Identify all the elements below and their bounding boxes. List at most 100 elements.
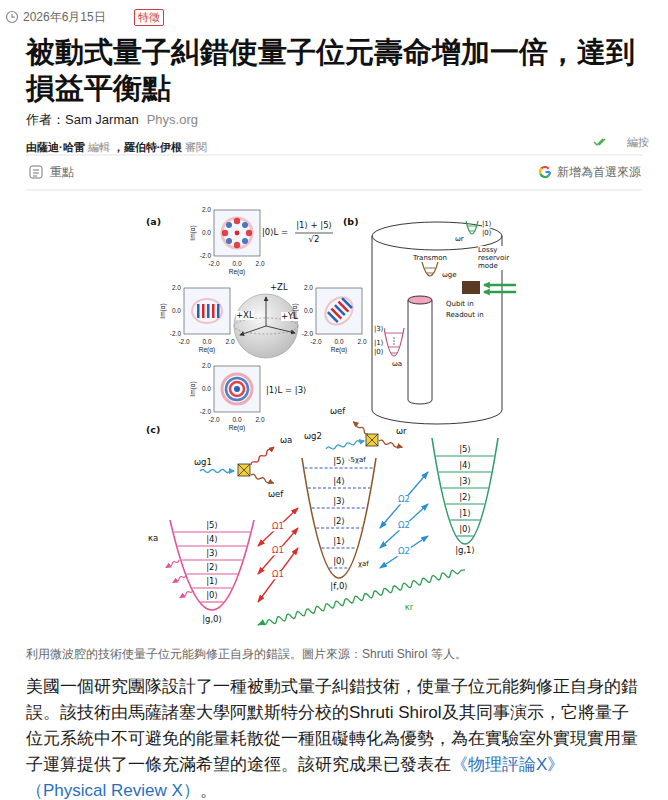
panel-letter: (a) (146, 216, 161, 227)
drive-wave (200, 470, 234, 473)
level-label: |2⟩ (206, 563, 218, 573)
wigner-ring (222, 218, 252, 248)
clock-icon (7, 12, 18, 23)
tick-label: 2.0 (255, 260, 264, 267)
energy-level (322, 547, 357, 548)
frequency-label: ωef (268, 490, 283, 499)
tag-text: 特徵 (138, 10, 160, 25)
frequency-label: ωr (396, 427, 407, 436)
article-title: 被動式量子糾錯使量子位元壽命增加一倍，達到損益平衡點 (26, 34, 651, 106)
mixer-cross (238, 464, 250, 476)
transition-arrow (380, 504, 428, 548)
wigner-fringe (202, 304, 205, 318)
reviewer-role: 審閱 (185, 141, 207, 153)
part-label: Lossy reservoir mode (478, 246, 518, 270)
edge-label: Ω2 (397, 521, 411, 530)
transition-arrow (258, 508, 298, 546)
logo-arc (540, 174, 548, 177)
source-link: 新增為首選來源 (557, 165, 641, 179)
energy-level (446, 503, 485, 504)
tick-label: -2.0 (208, 260, 219, 267)
wigner-plot (214, 366, 260, 412)
plot-frame (316, 288, 362, 334)
wigner-blob (226, 222, 232, 228)
wigner-blob (242, 222, 248, 228)
divider (26, 155, 642, 156)
transition-arrow (258, 548, 298, 602)
logo-arc (540, 169, 541, 174)
cavity-well (384, 328, 404, 356)
level-label: |4⟩ (459, 461, 471, 471)
tick-label: 0.0 (202, 338, 211, 345)
port-label: Qubit in (446, 300, 474, 308)
post-wall (432, 300, 433, 400)
axis-label: +XL (236, 311, 254, 320)
tick-label: 0.0 (172, 307, 181, 314)
level-label: |1⟩ (206, 577, 218, 587)
panel-letter: (c) (146, 424, 160, 435)
tick-label: -2.0 (178, 338, 189, 345)
level-label: |3⟩ (333, 497, 345, 507)
frequency-label: ωef (330, 407, 345, 416)
energy-level (457, 535, 473, 536)
editor-role: 編輯 (88, 141, 110, 153)
port-label: Readout in (446, 311, 484, 319)
decay-arrow (258, 570, 465, 625)
panel-letter: (b) (343, 216, 358, 227)
energy-well: |5⟩|4⟩|3⟩|2⟩|1⟩|0⟩|g,1⟩ (428, 430, 502, 570)
wigner-fringe (212, 304, 215, 318)
transition-arrow (258, 528, 298, 574)
tick-label: 2.0 (202, 362, 211, 369)
summary-tab: 重點 (50, 165, 74, 179)
editor-name: 由薩迪·哈雷 (26, 141, 85, 153)
energy-level (200, 601, 223, 602)
axis-title: Im(α) (159, 303, 166, 318)
clock-face (7, 12, 18, 23)
axis-label: +ZL (270, 283, 288, 292)
input-line (484, 284, 516, 287)
energy-level (186, 573, 237, 574)
y-axis (266, 326, 295, 333)
drive-wave (250, 446, 275, 466)
state-label: -5χaf (348, 456, 366, 464)
wigner-ring (192, 299, 222, 323)
energy-level (192, 587, 232, 588)
mixer-symbol (238, 464, 250, 476)
state-formula: |1⟩ + |5⟩ (296, 221, 332, 230)
summary-icon-lines (33, 170, 39, 176)
frequency-label: ωa (280, 436, 292, 445)
tick-label: 2.0 (202, 206, 211, 213)
wigner-ring (226, 378, 248, 400)
plot-frame (214, 210, 260, 256)
wigner-ring (222, 374, 252, 404)
transmon-levels (425, 268, 435, 273)
transmon-chip (462, 281, 480, 294)
fraction-bar (295, 233, 333, 234)
energy-level (305, 467, 374, 468)
energy-level (308, 487, 370, 488)
level-label: |2⟩ (333, 517, 345, 527)
plot-frame (214, 366, 260, 412)
frequency-label: ωr (455, 235, 464, 243)
level-label: |0⟩ (333, 557, 345, 567)
tick-label: 2.0 (357, 338, 366, 345)
tick-label: 0.0 (202, 385, 211, 392)
wigner-plot (214, 210, 260, 256)
tick-label: 0.0 (232, 416, 241, 423)
input-line (484, 291, 516, 294)
level-label: |1⟩ (333, 537, 345, 547)
post-wall (408, 300, 409, 400)
edge-label: Ω1 (271, 546, 285, 555)
axis-title: Re(α) (199, 346, 215, 353)
tick-label: -2.0 (170, 330, 181, 337)
axis-title: Re(α) (331, 346, 347, 353)
decay-wave (172, 574, 186, 584)
summary-icon-frame (30, 166, 42, 178)
level-label: |3⟩ (374, 325, 384, 333)
wigner-ring (320, 292, 358, 330)
x-axis (240, 326, 266, 335)
energy-well: |5⟩|4⟩|3⟩|2⟩|1⟩|0⟩-5χafχaf|f,0⟩ (298, 448, 380, 608)
ellipsis-dot (393, 340, 394, 341)
axis-title: Im(α) (291, 303, 298, 318)
energy-level (178, 545, 247, 546)
